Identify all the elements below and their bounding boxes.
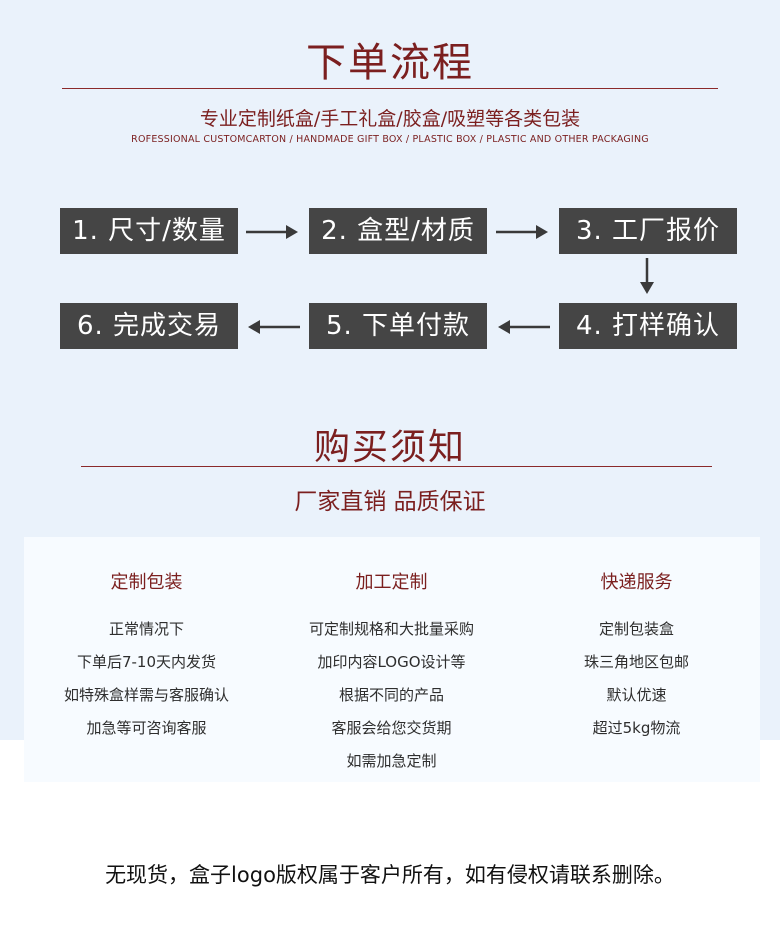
column-line: 下单后7-10天内发货 bbox=[76, 653, 217, 671]
footer-disclaimer: 无现货，盒子logo版权属于客户所有，如有侵权请联系删除。 bbox=[105, 863, 675, 887]
arrow-left-icon bbox=[498, 320, 550, 334]
column-line: 定制包装盒 bbox=[598, 620, 674, 638]
arrow-down-icon bbox=[640, 258, 654, 294]
column-line: 正常情况下 bbox=[108, 620, 184, 638]
step-1: 1. 尺寸/数量 bbox=[60, 208, 238, 254]
notice-column-processing: 加工定制 可定制规格和大批量采购 加印内容LOGO设计等 根据不同的产品 客服会… bbox=[269, 568, 514, 778]
notice-title: 购买须知 bbox=[313, 427, 466, 468]
flow-divider bbox=[62, 88, 718, 89]
notice-column-packaging: 定制包装 正常情况下 下单后7-10天内发货 如特殊盒样需与客服确认 加急等可咨… bbox=[24, 568, 269, 745]
column-heading: 定制包装 bbox=[110, 572, 183, 593]
step-5: 5. 下单付款 bbox=[309, 303, 487, 349]
step-2: 2. 盒型/材质 bbox=[309, 208, 487, 254]
flow-title: 下单流程 bbox=[306, 40, 474, 86]
column-heading: 快递服务 bbox=[600, 572, 673, 593]
arrow-left-icon bbox=[248, 320, 300, 334]
column-line: 根据不同的产品 bbox=[338, 686, 444, 704]
column-line: 如特殊盒样需与客服确认 bbox=[63, 686, 229, 704]
column-line: 可定制规格和大批量采购 bbox=[308, 620, 474, 638]
notice-divider bbox=[81, 466, 712, 467]
notice-column-delivery: 快递服务 定制包装盒 珠三角地区包邮 默认优速 超过5kg物流 bbox=[514, 568, 759, 745]
flow-subtitle-en: ROFESSIONAL CUSTOMCARTON / HANDMADE GIFT… bbox=[131, 134, 649, 145]
flow-subtitle: 专业定制纸盒/手工礼盒/胶盒/吸塑等各类包装 bbox=[199, 108, 581, 130]
column-line: 如需加急定制 bbox=[346, 752, 437, 770]
column-line: 默认优速 bbox=[606, 686, 667, 704]
column-line: 加急等可咨询客服 bbox=[86, 719, 207, 737]
notice-panel: 定制包装 正常情况下 下单后7-10天内发货 如特殊盒样需与客服确认 加急等可咨… bbox=[24, 537, 760, 782]
arrow-right-icon bbox=[496, 225, 548, 239]
step-6: 6. 完成交易 bbox=[60, 303, 238, 349]
arrow-right-icon bbox=[246, 225, 298, 239]
column-line: 珠三角地区包邮 bbox=[583, 653, 689, 671]
column-line: 加印内容LOGO设计等 bbox=[317, 653, 466, 671]
column-line: 客服会给您交货期 bbox=[331, 719, 452, 737]
step-3: 3. 工厂报价 bbox=[559, 208, 737, 254]
column-heading: 加工定制 bbox=[355, 572, 428, 593]
step-4: 4. 打样确认 bbox=[559, 303, 737, 349]
notice-subtitle: 厂家直销 品质保证 bbox=[294, 489, 486, 515]
column-line: 超过5kg物流 bbox=[592, 719, 681, 737]
